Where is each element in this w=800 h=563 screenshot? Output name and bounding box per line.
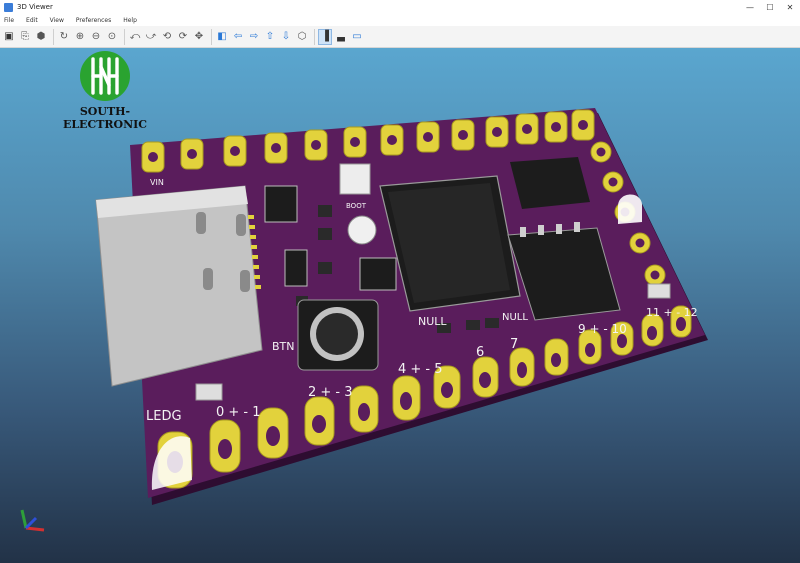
render-raytracing-icon[interactable]: ▣ bbox=[4, 30, 14, 42]
view-front-icon[interactable]: ▐ bbox=[318, 28, 332, 45]
silk-ledg: LEDG bbox=[146, 409, 182, 424]
silk-pin-6: 6 bbox=[476, 345, 484, 360]
silk-null-2: NULL bbox=[502, 312, 528, 323]
menu-file[interactable]: File bbox=[4, 16, 15, 24]
rotate-x-cw-icon[interactable]: ⤻ bbox=[145, 30, 157, 42]
zoom-out-icon[interactable]: ⊖ bbox=[91, 30, 101, 42]
title-bar: 3D Viewer — ☐ ✕ bbox=[0, 0, 800, 14]
pcb-scene: LEDG BTN NULL NULL 0 + - 1 2 + - 3 4 + -… bbox=[95, 108, 708, 505]
rotate-x-ccw-icon[interactable]: ⤺ bbox=[129, 30, 141, 42]
copy-image-icon[interactable]: ⎘ bbox=[21, 30, 29, 42]
regulator-chip bbox=[510, 157, 590, 209]
move-down-icon[interactable]: ⇩ bbox=[281, 30, 291, 42]
close-button[interactable]: ✕ bbox=[786, 2, 794, 12]
menu-bar: File Edit View Preferences Help bbox=[0, 14, 800, 26]
silk-pin-7: 7 bbox=[510, 337, 518, 352]
silk-pin-11-12: 11 + - 12 bbox=[646, 306, 698, 319]
app-icon bbox=[4, 2, 13, 12]
passive-components bbox=[195, 163, 671, 401]
axis-gizmo-icon bbox=[20, 509, 45, 532]
iso-view-icon[interactable]: ⬡ bbox=[297, 30, 307, 42]
silk-pin-2-3: 2 + - 3 bbox=[308, 385, 353, 400]
reset-button-component bbox=[297, 299, 379, 371]
silk-pin-0-1: 0 + - 1 bbox=[216, 405, 261, 420]
toolbar: ▣ ⎘ ⬢ ↻ ⊕ ⊖ ⊙ ⤺ ⤻ ⟲ ⟳ ✥ ◧ ⇦ ⇨ ⇧ ⇩ ⬡ ▐ ▃ … bbox=[0, 26, 800, 48]
flash-chip bbox=[507, 222, 621, 321]
move-right-icon[interactable]: ⇨ bbox=[249, 30, 259, 42]
rotate-y-cw-icon[interactable]: ⟳ bbox=[178, 30, 188, 42]
silk-null-1: NULL bbox=[418, 315, 447, 328]
move-left-icon[interactable]: ◧ bbox=[217, 30, 227, 42]
rotate-y-ccw-icon[interactable]: ⟲ bbox=[162, 30, 172, 42]
zoom-fit-icon[interactable]: ⊙ bbox=[107, 30, 117, 42]
window-title: 3D Viewer bbox=[17, 3, 53, 11]
view-top-icon[interactable]: ▃ bbox=[337, 30, 345, 42]
3d-viewport[interactable]: SOUTH-ELECTRONIC bbox=[0, 48, 800, 563]
move-left-arrow-icon[interactable]: ⇦ bbox=[233, 30, 243, 42]
maximize-button[interactable]: ☐ bbox=[766, 2, 774, 12]
logo-mark-icon bbox=[80, 51, 130, 101]
minimize-button[interactable]: — bbox=[746, 2, 754, 12]
silk-pin-9-10: 9 + - 10 bbox=[578, 322, 627, 336]
menu-view[interactable]: View bbox=[49, 16, 64, 24]
silk-btn: BTN bbox=[272, 340, 295, 353]
reload-icon[interactable]: ⬢ bbox=[36, 30, 46, 42]
brand-logo: SOUTH-ELECTRONIC bbox=[40, 50, 170, 131]
mcu-chip bbox=[379, 175, 521, 312]
rotate-z-icon[interactable]: ✥ bbox=[194, 30, 204, 42]
redraw-icon[interactable]: ↻ bbox=[59, 30, 69, 42]
menu-help[interactable]: Help bbox=[123, 16, 137, 24]
menu-edit[interactable]: Edit bbox=[26, 16, 38, 24]
silk-boot: BOOT bbox=[346, 202, 367, 210]
menu-preferences[interactable]: Preferences bbox=[75, 16, 112, 24]
brand-name: SOUTH-ELECTRONIC bbox=[62, 105, 148, 131]
silk-pin-4-5: 4 + - 5 bbox=[398, 362, 443, 377]
view-bottom-icon[interactable]: ▭ bbox=[352, 30, 362, 42]
zoom-in-icon[interactable]: ⊕ bbox=[75, 30, 85, 42]
move-up-icon[interactable]: ⇧ bbox=[265, 30, 275, 42]
silk-vin: VIN bbox=[150, 178, 164, 187]
usb-c-connector bbox=[95, 185, 263, 387]
